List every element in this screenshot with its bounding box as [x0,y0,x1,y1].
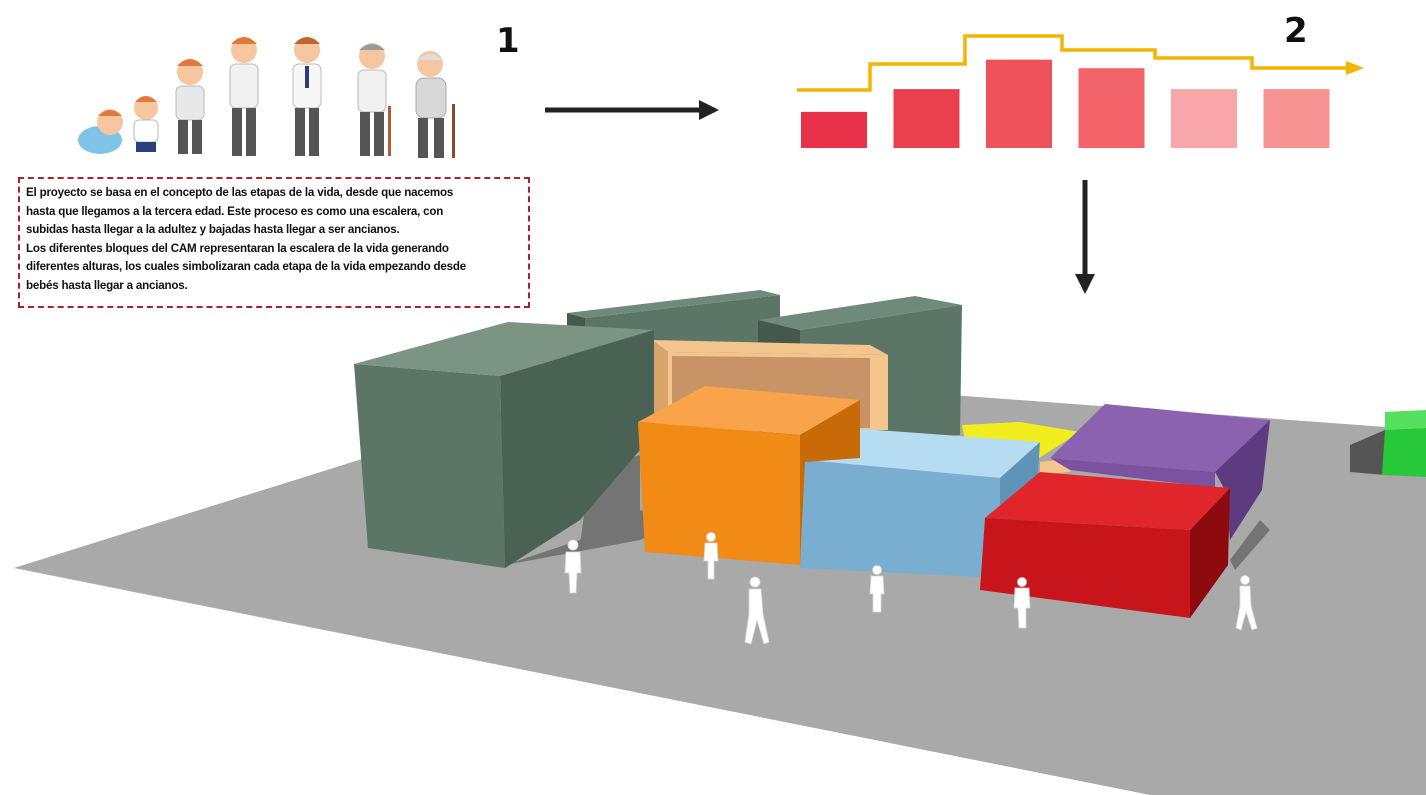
person-figure-3 [744,576,770,645]
life-stage-bar-2 [893,89,960,148]
stage-toddler [133,96,159,152]
step-number-2: 2 [1284,11,1308,51]
orange-block [638,386,860,565]
concept-description-box: El proyecto se basa en el concepto de la… [18,177,530,308]
life-stage-bar-1 [801,111,867,148]
stage-baby [78,109,123,154]
dark-green-block-left [354,322,654,568]
step-number-1: 1 [496,21,520,61]
stage-older-adult [357,43,391,156]
stage-young-adult [229,37,259,156]
person-figure-5 [1013,577,1031,629]
person-figure-6 [1235,575,1258,631]
life-stages-bar-diagram [801,59,1330,148]
red-block [980,472,1230,618]
stage-adult [292,37,322,156]
life-stage-bar-6 [1263,89,1330,148]
concept-description-text: El proyecto se basa en el concepto de la… [26,186,466,292]
life-stage-bar-4 [1078,68,1145,148]
pedestrian-figures [564,532,1258,645]
stage-child [175,59,205,154]
person-figure-4 [869,565,885,613]
stair-line-arrowhead [1346,61,1364,75]
life-stage-bar-3 [986,59,1052,148]
stage-elderly [415,51,455,158]
stair-line [797,34,1350,92]
life-stages-illustration [78,37,455,158]
person-figure-1 [564,539,582,594]
person-figure-2 [703,532,719,580]
ground-shadow-right [1350,430,1385,475]
green-block [1382,410,1426,477]
life-stage-bar-5 [1171,89,1237,148]
